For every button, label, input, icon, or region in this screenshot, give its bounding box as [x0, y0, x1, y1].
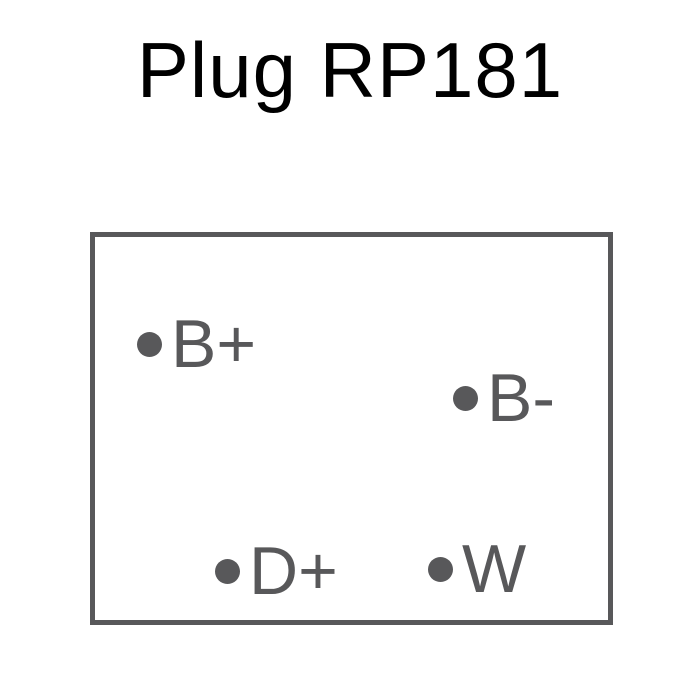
pin-label: B+ [171, 306, 257, 382]
pin-dot [428, 556, 453, 582]
plug-outline [90, 232, 613, 625]
diagram-title: Plug RP181 [136, 26, 564, 114]
pin-label: W [462, 531, 527, 607]
pin-b-minus: B- [453, 364, 555, 432]
pin-label: D+ [249, 533, 338, 609]
pin-dot [215, 558, 240, 584]
pin-dot [137, 331, 162, 357]
pin-b-plus: B+ [137, 310, 256, 378]
pin-label: B- [487, 360, 555, 436]
pin-d-plus: D+ [215, 537, 338, 605]
pin-dot [453, 385, 478, 411]
pin-w: W [428, 535, 526, 603]
